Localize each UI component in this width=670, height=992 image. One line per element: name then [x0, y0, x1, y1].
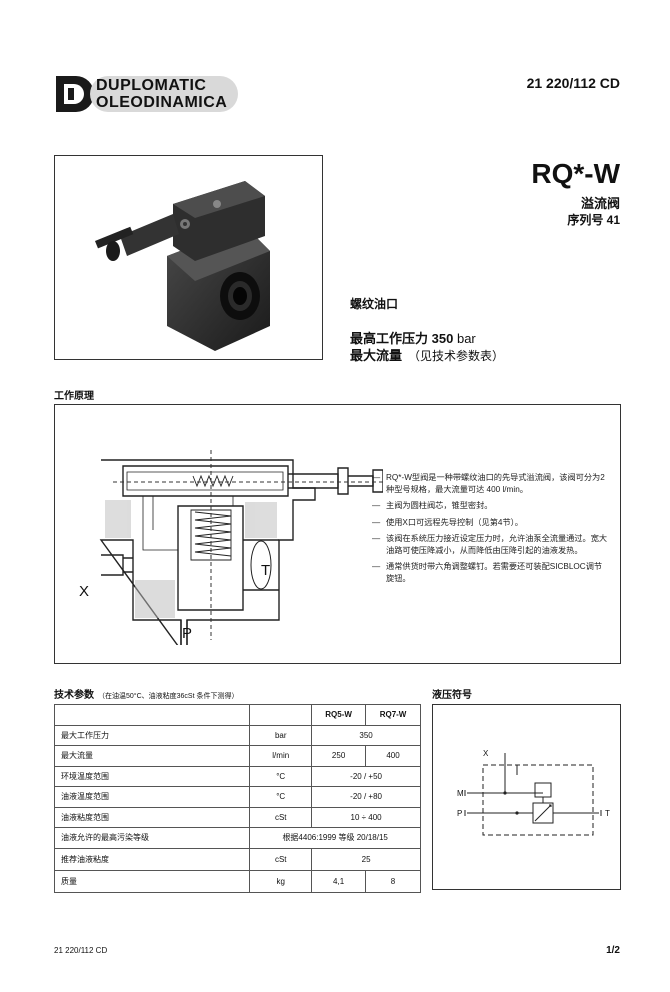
feature-flow: 最大流量 （见技术参数表）: [350, 345, 504, 364]
row-label: 环境温度范围: [53, 765, 251, 787]
row-unit: l/min: [249, 745, 313, 767]
bullet-item: 主阀为圆柱阀芯，锥型密封。: [372, 500, 608, 512]
feature-port: 螺纹油口: [350, 297, 399, 311]
table-row: 质量 kg 4,1 8: [53, 869, 421, 893]
flow-note: （见技术参数表）: [408, 349, 505, 363]
pressure-unit: bar: [456, 331, 476, 346]
row-label: 油液允许的最高污染等级: [53, 827, 251, 849]
table-row: 油液允许的最高污染等级 根据4406:1999 等级 20/18/15: [53, 827, 421, 849]
table-row: 油液温度范围 °C -20 / +80: [53, 786, 421, 808]
product-subtitle: 溢流阀: [580, 196, 620, 211]
diagram-label-x: X: [79, 583, 90, 600]
row-value-rq5: 4,1: [311, 869, 367, 893]
bullet-item: 该阀在系统压力接近设定压力时，允许油泵全流量通过。宽大油路可使压降减小，从而降低…: [372, 533, 608, 556]
bullet-item: 使用X口可远程先导控制（见第4节）。: [372, 517, 608, 529]
hydraulic-symbol-box: X M P T: [432, 704, 621, 890]
series-number: 序列号 41: [567, 213, 620, 227]
valve-photo-illustration: [95, 181, 270, 351]
row-unit: kg: [249, 869, 313, 893]
operating-principle-title: 工作原理: [54, 391, 94, 402]
logo-text-line1: DUPLOMATIC: [96, 77, 207, 94]
technical-data-conditions: （在油温50°C、油液粘度36cSt 条件下测得）: [98, 693, 239, 700]
logo-background: [90, 76, 238, 112]
table-row: 环境温度范围 °C -20 / +50: [53, 765, 421, 787]
logo-mark: [56, 76, 94, 112]
row-label: 最大流量: [53, 745, 251, 767]
row-label: 质量: [53, 869, 251, 893]
row-value: 350: [311, 724, 421, 746]
feature-pressure: 最高工作压力 350 bar: [350, 328, 476, 347]
valve-section-diagram: [99, 450, 383, 645]
model-title: RQ*-W: [531, 158, 620, 189]
row-unit: bar: [249, 724, 313, 746]
row-label: 推荐油液粘度: [53, 847, 251, 871]
row-unit: cSt: [249, 806, 313, 828]
row-value-rq7: 400: [365, 745, 421, 767]
flow-label: 最大流量: [350, 348, 403, 363]
row-value: 10 ÷ 400: [311, 806, 421, 828]
table-header-row: RQ5-W RQ7-W: [53, 704, 421, 726]
operating-bullets: RQ*-W型阀是一种带螺纹油口的先导式溢流阀，该阀可分为2种型号规格，最大流量可…: [372, 472, 608, 589]
logo-text-line2: OLEODINAMICA: [96, 94, 228, 111]
row-value: 根据4406:1999 等级 20/18/15: [249, 827, 421, 849]
row-label: 最大工作压力: [53, 724, 251, 746]
symbol-label-t: T: [605, 809, 610, 818]
table-row: 油液粘度范围 cSt 10 ÷ 400: [53, 806, 421, 828]
row-value: 25: [311, 847, 421, 871]
symbol-label-p: P: [457, 809, 463, 818]
table-header-cell: RQ5-W: [311, 704, 367, 726]
table-header-cell: RQ7-W: [365, 704, 421, 726]
row-label: 油液粘度范围: [53, 806, 251, 828]
pressure-label: 最高工作压力: [350, 331, 429, 346]
row-label: 油液温度范围: [53, 786, 251, 808]
diagram-label-t: T: [261, 562, 271, 579]
hydraulic-symbol-title: 液压符号: [432, 690, 472, 701]
table-row: 推荐油液粘度 cSt 25: [53, 847, 421, 871]
pressure-value: 350: [431, 331, 454, 346]
symbol-label-m: M: [457, 789, 464, 798]
table-header-cell: [249, 704, 313, 726]
row-value: -20 / +80: [311, 786, 421, 808]
table-row: 最大工作压力 bar 350: [53, 724, 421, 746]
technical-data-title: 技术参数 （在油温50°C、油液粘度36cSt 条件下测得）: [54, 686, 239, 701]
bullet-item: RQ*-W型阀是一种带螺纹油口的先导式溢流阀，该阀可分为2种型号规格，最大流量可…: [372, 472, 608, 495]
row-unit: °C: [249, 786, 313, 808]
bullet-item: 通常供货时带六角调整螺钉。若需要还可装配SICBLOC调节旋钮。: [372, 561, 608, 584]
footer-code: 21 220/112 CD: [54, 946, 108, 955]
document-code: 21 220/112 CD: [526, 75, 620, 91]
product-photo-frame: [54, 155, 323, 360]
row-value-rq5: 250: [311, 745, 367, 767]
row-unit: °C: [249, 765, 313, 787]
row-value: -20 / +50: [311, 765, 421, 787]
page-number: 1/2: [606, 945, 620, 956]
diagram-label-p: P: [182, 625, 193, 642]
table-row: 最大流量 l/min 250 400: [53, 745, 421, 767]
symbol-label-x: X: [483, 749, 489, 758]
technical-data-title-text: 技术参数: [54, 690, 94, 701]
hydraulic-symbol-diagram: [464, 753, 602, 836]
row-value-rq7: 8: [365, 869, 421, 893]
table-header-cell: [53, 704, 251, 726]
technical-data-table: RQ5-W RQ7-W 最大工作压力 bar 350 最大流量 l/min 25…: [53, 704, 421, 893]
row-unit: cSt: [249, 847, 313, 871]
